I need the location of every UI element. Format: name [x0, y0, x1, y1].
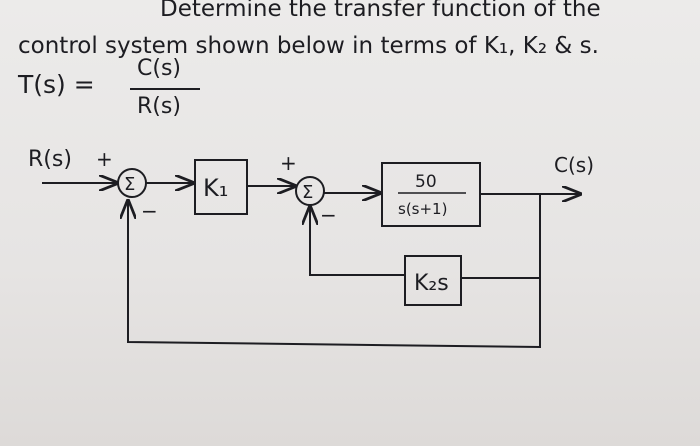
plant-denominator: s(s+1) — [398, 200, 447, 218]
plant-numerator: 50 — [415, 172, 437, 192]
output-label: C(s) — [554, 153, 594, 177]
sum1-plus-sign: + — [96, 147, 113, 171]
input-label: R(s) — [28, 147, 72, 172]
sum2-minus-sign: − — [320, 203, 337, 227]
transfer-function-lhs: T(s) = — [18, 70, 95, 99]
problem-line-1: Determine the transfer function of the — [160, 0, 601, 22]
outer-feedback-path — [128, 194, 541, 349]
problem-line-2: control system shown below in terms of K… — [18, 33, 599, 59]
gain1-label: K₁ — [203, 174, 228, 202]
transfer-function-numerator: C(s) — [137, 56, 181, 81]
fraction-bar — [130, 88, 200, 90]
feedback-block — [404, 255, 462, 306]
sum2-symbol: Σ — [302, 182, 313, 203]
sum1-minus-sign: − — [141, 199, 158, 223]
transfer-function-denominator: R(s) — [137, 94, 181, 119]
sum2-plus-sign: + — [280, 151, 297, 175]
inner-feedback-path-left — [310, 207, 405, 276]
sum1-symbol: Σ — [124, 174, 135, 195]
feedback-label: K₂s — [414, 271, 449, 296]
